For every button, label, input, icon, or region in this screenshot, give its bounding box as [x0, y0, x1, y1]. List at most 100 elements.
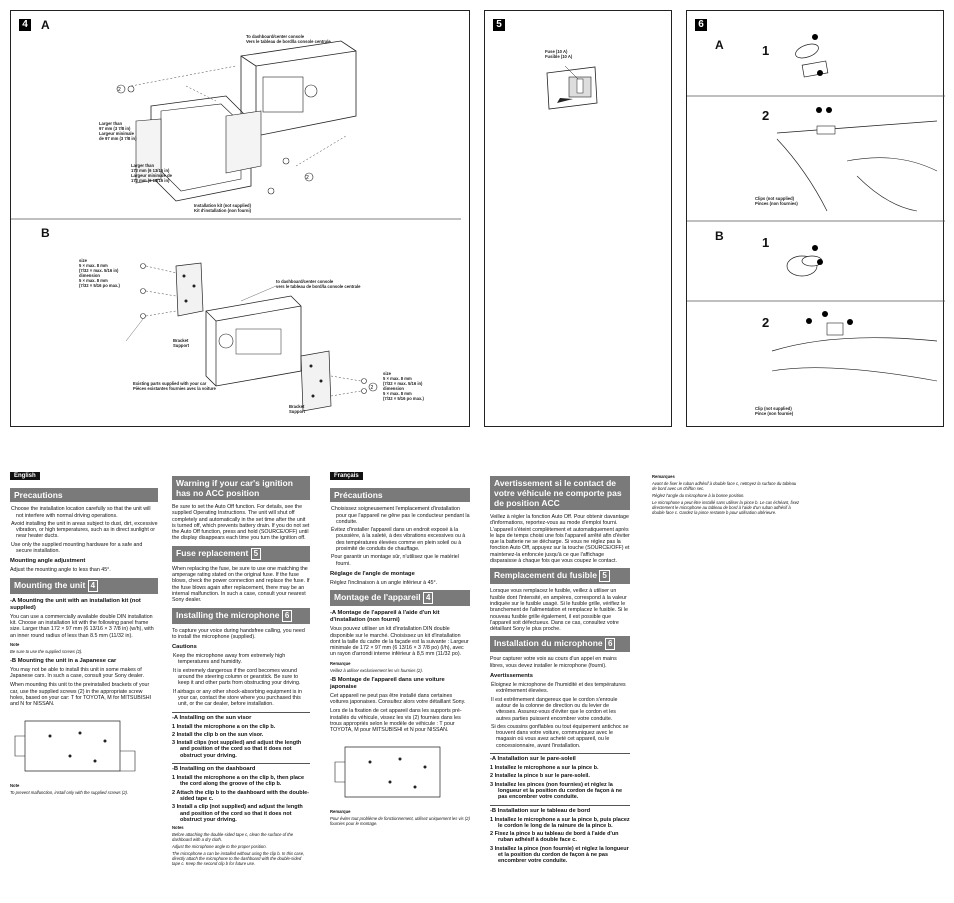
figure-ref-5: 5 [250, 547, 262, 560]
heading-fuse-replacement: Fuse replacement 5 [172, 545, 310, 562]
mic-a-step: 2 Install the clip b on the sun visor. [172, 731, 264, 738]
mic-b-title-fr: -B Installation sur le tableau de bord [490, 804, 630, 815]
section-letter-a: A [41, 18, 50, 32]
fuse-text-fr: Lorsque vous remplacez le fusible, veill… [490, 588, 628, 633]
mic-note-fr: Avant de fixer le ruban adhésif à double… [652, 481, 797, 491]
head-unit-installation-kit-illustration: 2 2 [11, 40, 461, 220]
label-size-1: size 5 × max. 8 mm (7/32 × max. 5/16 in)… [79, 258, 120, 288]
label-clips-not-supplied: Clips (not supplied) Pinces (non fournie… [755, 196, 798, 206]
svg-text:2: 2 [371, 385, 374, 391]
caution-item: If airbags or any other shock-absorbing … [173, 688, 302, 708]
mic-note: The microphone a can be installed withou… [172, 851, 305, 867]
label-size-2: size 5 × max. 8 mm (7/32 × max. 5/16 in)… [383, 371, 424, 401]
mounting-b-text-1: You may not be able to install this unit… [10, 666, 144, 680]
mic-b-step: 1 Install the microphone a on the clip b… [172, 775, 305, 788]
heading-fuse-fr-text: Remplacement du fusible [494, 570, 597, 581]
mic-note-fr: Le microphone a peut être installé sans … [652, 500, 800, 515]
english-column-2: Warning if your car's ignition has no AC… [172, 472, 310, 868]
mic-a-step: 3 Install clips (not supplied) and adjus… [172, 740, 302, 759]
label-bracket-1: Bracket Support [173, 338, 190, 348]
figure-ref-5-fr: 5 [599, 570, 610, 583]
section-letter-b: B [41, 226, 50, 240]
precaution-item: Choose the installation location careful… [11, 506, 151, 519]
figure-badge-5: 5 [493, 19, 505, 31]
mounting-b-note: To prevent malfunction, install only wit… [10, 789, 129, 795]
heading-mounting-unit: Mounting the unit 4 [10, 577, 158, 594]
mic-notes-label-fr: Remarques [652, 474, 675, 479]
step-number-1b: 1 [762, 235, 770, 250]
mounting-a-note-label: Note [10, 641, 20, 647]
mounting-b-note-fr: Pour éviter tout problème de fonctionnem… [330, 815, 470, 826]
figure-ref-4: 4 [87, 579, 99, 592]
english-column-1: English Precautions Choose the installat… [10, 472, 158, 797]
cautions-label-fr: Avertissements [490, 673, 533, 680]
french-column-2: Avertissement si le contact de votre véh… [490, 472, 630, 867]
mounting-b-note-label: Note [10, 782, 20, 788]
warning-acc-text: Be sure to set the Auto Off function. Fo… [172, 504, 310, 542]
french-notes-column: Remarques Avant de fixer le ruban adhési… [652, 472, 802, 517]
svg-text:2: 2 [306, 175, 309, 181]
figure-ref-4-fr: 4 [422, 592, 434, 605]
mic-intro-text-fr: Pour capturer votre voix au cours d'un a… [490, 656, 617, 669]
label-fuse: Fuse (10 A) Fusible (10 A) [545, 49, 573, 59]
precaution-item-fr: Évitez d'installer l'appareil dans un en… [331, 527, 466, 553]
heading-precautions-fr: Précautions [330, 488, 470, 503]
precaution-item: Avoid installing the unit in areas subje… [11, 520, 158, 540]
caution-item: Keep the microphone away from extremely … [173, 653, 286, 666]
mounting-a-title: -A Mounting the unit with an installatio… [10, 597, 141, 611]
label-to-dashboard-b: to dashboard/center console vers le tabl… [276, 279, 361, 289]
heading-mic-fr: Installation du microphone 6 [490, 636, 630, 653]
mounting-b-text-1-fr: Cet appareil ne peut pas être installé d… [330, 692, 466, 706]
french-column-1: Français Précautions Choisissez soigneus… [330, 472, 470, 828]
precaution-item-fr: Choisissez soigneusement l'emplacement d… [331, 506, 470, 525]
cautions-label: Cautions [172, 644, 197, 651]
figure-panel-5: 5 Fuse (10 A) Fusible (10 A) [484, 10, 672, 427]
mic-intro-text: To capture your voice during handsfree c… [172, 627, 305, 640]
precaution-item: Use only the supplied mounting hardware … [11, 541, 143, 555]
mounting-a-title-fr: -A Montage de l'appareil à l'aide d'un k… [330, 610, 440, 624]
fuse-text: When replacing the fuse, be sure to use … [172, 565, 310, 604]
heading-warning-acc-fr: Avertissement si le contact de votre véh… [490, 476, 630, 510]
mounting-a-text: You can use a commercially available dou… [10, 613, 154, 639]
heading-precautions: Precautions [10, 488, 158, 503]
heading-fuse-fr: Remplacement du fusible 5 [490, 568, 630, 585]
heading-mic-fr-text: Installation du microphone [494, 638, 603, 649]
warning-acc-text-fr: Veillez à régler la fonction Auto Off. P… [490, 514, 630, 565]
angle-text-fr: Réglez l'inclinaison à un angle inférieu… [330, 579, 438, 586]
label-installation-kit: Installation kit (not supplied) Kit d'in… [194, 203, 252, 213]
label-bracket-2: Bracket Support [289, 404, 306, 414]
language-tag-english: English [10, 472, 40, 481]
mic-note: Before attaching the double-sided tape c… [172, 832, 294, 843]
label-larger-97: Larger than 97 mm (3 7/8 in) Largeur min… [99, 121, 137, 141]
figure-panel-6: 6 A 1 2 B 1 2 Clips (not supplied) Pince… [686, 10, 945, 427]
microphone-installation-illustrations [687, 34, 945, 382]
label-clip-not-supplied: Clip (not supplied) Pince (non fournie) [755, 406, 794, 416]
mounting-b-note-label-fr: Remarque [330, 808, 351, 814]
mounting-b-text-2-fr: Lors de la fixation de cet appareil dans… [330, 708, 462, 734]
japanese-car-bracket-diagram [14, 720, 136, 771]
figure-ref-6-fr: 6 [605, 638, 616, 651]
mic-b-step: 2 Attach the clip b to the dashboard wit… [172, 789, 309, 802]
mounting-a-text-fr: Vous pouvez utiliser un kit d'installati… [330, 626, 469, 658]
mounting-b-text-2: When mounting this unit to the preinstal… [10, 682, 152, 708]
heading-mic-text: Installing the microphone [176, 609, 280, 620]
mounting-a-note: Be sure to use the supplied screws (2). [10, 648, 83, 654]
heading-mounting-angle: Mounting angle adjustment [10, 558, 86, 565]
caution-item: It is extremely dangerous if the cord be… [173, 667, 301, 687]
section-letter-a: A [715, 38, 724, 52]
step-number-1: 1 [762, 43, 770, 58]
label-larger-172: Larger than 172 mm (6 13/16 in) Largeur … [131, 163, 172, 183]
heading-angle-fr: Réglage de l'angle de montage [330, 570, 415, 577]
figure-panel-4: 4 A 2 2 To dashboard/center console Vers… [10, 10, 470, 427]
caution-item-fr: Il est extrêmement dangereux que le cord… [491, 696, 618, 722]
figure-badge-4: 4 [19, 19, 31, 31]
mic-b-step-fr: 2 Fixez la pince b au tableau de bord à … [490, 831, 619, 844]
mic-a-step: 1 Install the microphone a on the clip b… [172, 723, 276, 730]
section-letter-b: B [715, 229, 724, 243]
mic-b-step: 3 Install a clip (not supplied) and adju… [172, 804, 303, 823]
mic-a-step-fr: 3 Installez les pinces (non fournies) et… [490, 781, 623, 801]
mic-b-step-fr: 3 Installez la pince (non fournie) et ré… [490, 845, 629, 865]
mic-b-step-fr: 1 Installez le microphone a sur la pince… [490, 816, 630, 829]
figure-badge-6: 6 [695, 19, 707, 31]
language-tag-french: Français [330, 472, 363, 481]
